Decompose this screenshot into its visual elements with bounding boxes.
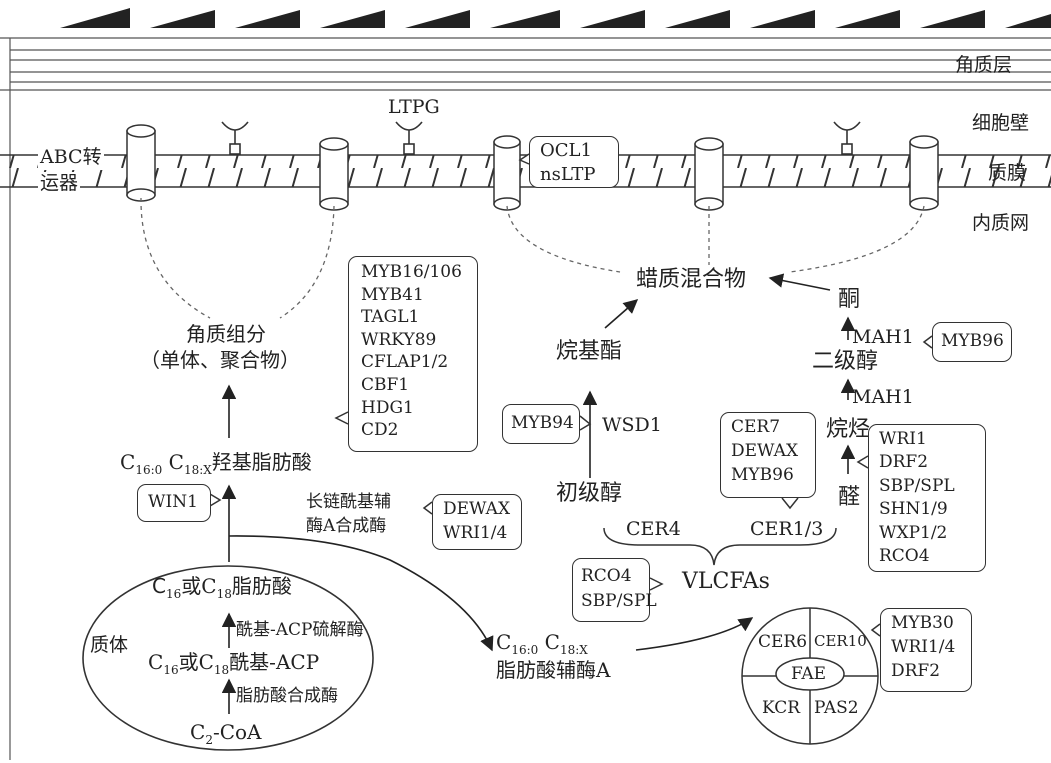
ltpg-label: LTPG (388, 96, 440, 120)
regulator-hdg1: HDG1 (361, 397, 465, 420)
ocl1-label: OCL1 (540, 139, 608, 163)
cer13-label: CER1/3 (750, 518, 823, 542)
acyl-coa-label-line2: 脂肪酸辅酶A (496, 658, 610, 683)
fae-regulator-box: MYB30 WRI1/4 DRF2 (880, 608, 972, 692)
plastid-label: 质体 (90, 634, 128, 658)
acyl-acp-label: C16或C18酰基-ACP (148, 650, 319, 678)
c16-c18-fatty-acid-label: C16或C18脂肪酸 (152, 574, 292, 602)
win1-box: WIN1 (137, 484, 211, 522)
callout-pointers (210, 154, 932, 636)
abc-transporter-2 (320, 138, 348, 210)
regulator-cd2: CD2 (361, 419, 465, 442)
pas2-label: PAS2 (814, 698, 859, 719)
primary-alcohol-label: 初级醇 (556, 480, 622, 508)
cuticle-label: 角质层 (955, 54, 1012, 78)
cutin-components-subtitle: （单体、聚合物） (140, 348, 300, 373)
wax-mixture-label: 蜡质混合物 (636, 266, 746, 294)
regulator-tagl1: TAGL1 (361, 306, 465, 329)
abc-transporter-4 (695, 138, 723, 210)
c2-coa-label: C2-CoA (190, 720, 262, 748)
abc-transporter-label-line1: ABC转 (38, 146, 104, 170)
regulator-myb41: MYB41 (361, 284, 465, 307)
abc-transporter-label-line2: 运器 (38, 172, 80, 196)
alkyl-ester-label: 烷基酯 (556, 338, 622, 366)
acyl-coa-label-line1: C16:0 C18:X (496, 630, 588, 658)
vlcfas-label: VLCFAs (682, 568, 770, 596)
ltpg-3 (834, 122, 860, 154)
kcr-label: KCR (762, 698, 800, 719)
myb94-box: MYB94 (502, 404, 580, 444)
abc-transporter-3 (494, 136, 520, 210)
transport-protein-box: OCL1 nsLTP (529, 136, 619, 188)
nsltp-label: nsLTP (540, 163, 608, 187)
lacs-label-line1: 长链酰基辅 (306, 492, 391, 513)
cell-wall-label: 细胞壁 (972, 112, 1029, 136)
rco4-regulator-box: RCO4 SBP/SPL (572, 558, 650, 622)
lacs-regulator-box: DEWAX WRI1/4 (432, 494, 522, 550)
ketone-label: 酮 (838, 286, 860, 314)
fae-label: FAE (791, 664, 826, 685)
regulator-myb16: MYB16/106 (361, 261, 465, 284)
regulator-cflap: CFLAP1/2 (361, 351, 465, 374)
lacs-label-line2: 酶A合成酶 (306, 516, 386, 537)
mah1-top-label: MAH1 (852, 326, 914, 350)
cer6-label: CER6 (758, 632, 807, 653)
alkane-label: 烷烃 (826, 416, 870, 444)
regulator-cbf1: CBF1 (361, 374, 465, 397)
cutin-regulator-box: MYB16/106 MYB41 TAGL1 WRKY89 CFLAP1/2 CB… (348, 256, 478, 452)
cutin-components-title: 角质组分 (186, 322, 266, 347)
hydroxy-fatty-acid-label: C16:0 C18:X羟基脂肪酸 (120, 450, 312, 478)
abc-transporter-5 (910, 136, 938, 210)
er-label: 内质网 (972, 212, 1029, 236)
aldehyde-label: 醛 (838, 484, 860, 512)
wsd1-label: WSD1 (602, 414, 662, 438)
plasma-membrane-label: 质膜 (988, 162, 1026, 186)
ltpg-1 (222, 122, 248, 154)
cer4-label: CER4 (626, 518, 681, 542)
mah1-bottom-label: MAH1 (852, 386, 914, 410)
thioesterase-label: 酰基-ACP硫解酶 (236, 620, 363, 641)
regulator-wrky89: WRKY89 (361, 329, 465, 352)
cuticle-wax-crystals (60, 8, 1051, 28)
ltpg-2 (396, 122, 422, 154)
vesicle-trafficking-paths (141, 198, 924, 318)
cer7-regulator-box: CER7 DEWAX MYB96 (720, 412, 816, 498)
abc-transporter-1 (127, 125, 155, 201)
fatty-acid-synthase-label: 脂肪酸合成酶 (236, 686, 338, 707)
cer10-label: CER10 (814, 632, 867, 651)
alkane-regulator-box: WRI1 DRF2 SBP/SPL SHN1/9 WXP1/2 RCO4 (868, 424, 986, 572)
myb96-box: MYB96 (932, 322, 1012, 362)
secondary-alcohol-label: 二级醇 (812, 348, 878, 376)
